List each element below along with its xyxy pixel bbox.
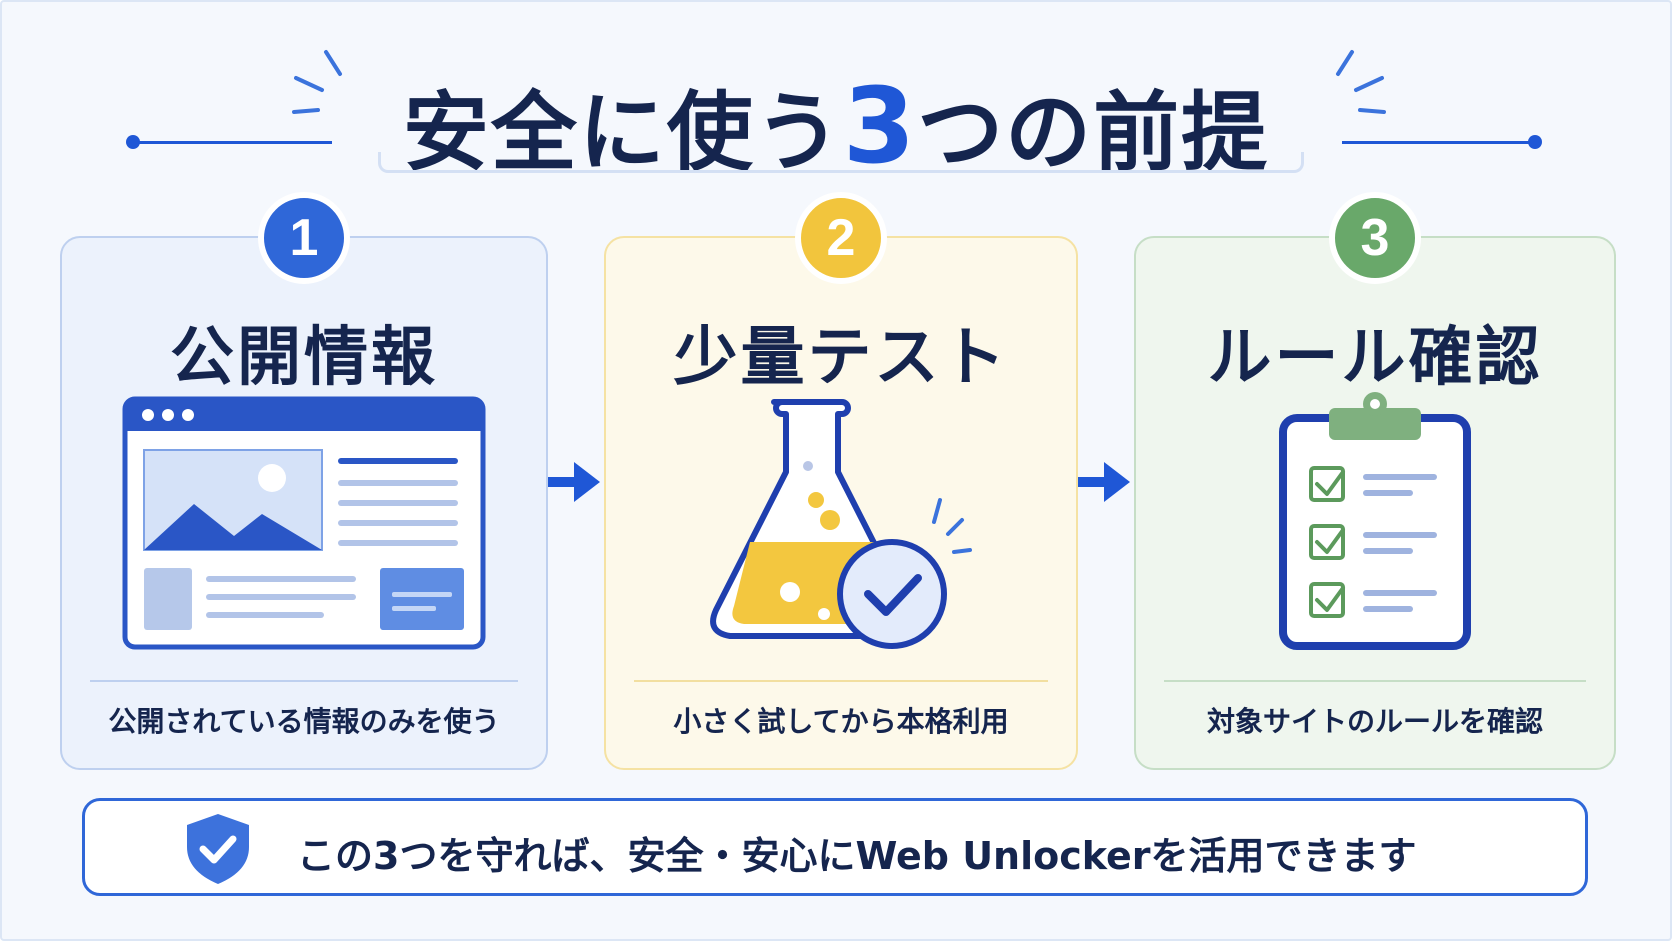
clipboard-checklist-icon [1279,392,1471,650]
flask-check-icon [710,399,972,649]
step-1-divider [90,680,518,682]
step-3-divider [1164,680,1586,682]
title-number: 3 [842,65,918,187]
page-title: 安全に使う3つの前提 [2,62,1670,187]
step-1-caption: 公開されている情報のみを使う [108,705,500,738]
step-2-caption: 小さく試してから本格利用 [673,705,1009,738]
step-2-divider [634,680,1048,682]
step-3-caption: 対象サイトのルールを確認 [1206,705,1543,738]
left-sparkle-icon [292,50,342,114]
title-suffix: つの前提 [917,83,1270,183]
arrow-right-icon [1078,462,1130,502]
step-card-public-info: 1 公開情報 公開されている情報のみを使う [60,192,548,770]
shield-check-icon [187,814,249,884]
browser-window-icon [122,396,486,650]
step-2-title: 少量テスト [673,321,1009,395]
title-underline [378,152,1304,173]
step-card-small-test: 2 少量テスト 小さく試してから本格利用 [604,192,1078,770]
left-deco-line [132,141,332,144]
arrow-right-icon [548,462,600,502]
step-card-rule-check: 3 ルール確認 対象サイトのルールを確認 [1134,192,1616,770]
title-prefix: 安全に使う [402,83,843,183]
step-3-title: ルール確認 [1207,321,1543,395]
step-3-badge: 3 [1329,192,1421,284]
right-deco-dot [1528,135,1542,149]
summary-banner: この3つを守れば、安全・安心にWeb Unlockerを活用できます [82,798,1588,896]
summary-text: この3つを守れば、安全・安心にWeb Unlockerを活用できます [297,834,1417,878]
title-area: 安全に使う3つの前提 [2,42,1670,187]
step-2-badge: 2 [795,192,887,284]
right-sparkle-icon [1336,50,1386,114]
step-1-title: 公開情報 [170,321,438,395]
right-deco-line [1342,141,1540,144]
step-1-badge: 1 [258,192,350,284]
